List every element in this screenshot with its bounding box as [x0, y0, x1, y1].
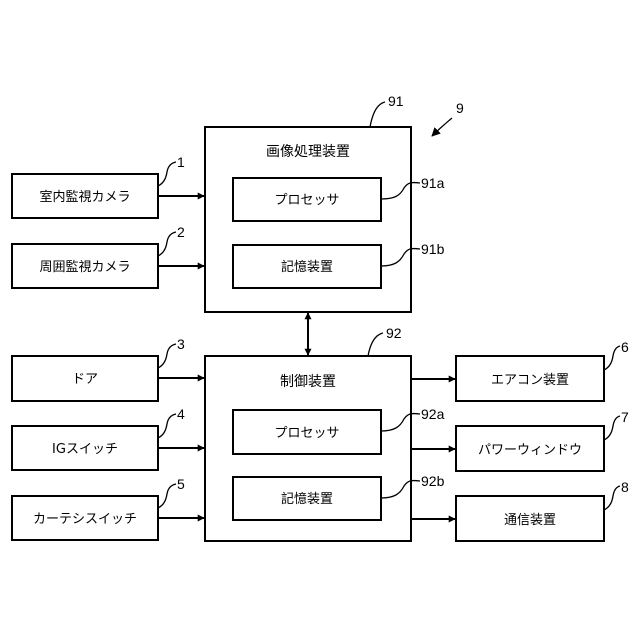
- output-label: パワーウィンドウ: [478, 443, 582, 458]
- figure-ref-arrow: [432, 118, 452, 136]
- input-ref-leader: [158, 484, 176, 508]
- output-ref-leader: [604, 416, 620, 440]
- controller-block: 制御装置 92 プロセッサ 92a 記憶装置 92b: [205, 325, 445, 541]
- input-label: 周囲監視カメラ: [39, 259, 130, 275]
- controller-ref-leader: [368, 333, 383, 356]
- input-courtesy-switch: カーテシスイッチ 5: [12, 476, 204, 540]
- output-ref-leader: [604, 486, 620, 510]
- image-processor-cpu-ref: 91a: [421, 175, 445, 191]
- input-ref: 1: [177, 154, 185, 170]
- controller-storage-ref: 92b: [421, 473, 445, 489]
- input-indoor-camera: 室内監視カメラ 1: [12, 154, 204, 218]
- image-processor-storage-ref: 91b: [421, 241, 445, 257]
- input-ref-leader: [158, 232, 176, 256]
- input-ref-leader: [158, 162, 176, 186]
- controller-cpu-label: プロセッサ: [274, 426, 339, 441]
- output-label: 通信装置: [504, 513, 556, 528]
- input-ref: 4: [177, 406, 185, 422]
- image-processor-ref-leader: [370, 102, 385, 127]
- controller-cpu-ref: 92a: [421, 406, 445, 422]
- input-ig-switch: IGスイッチ 4: [12, 406, 204, 470]
- input-surround-camera: 周囲監視カメラ 2: [12, 224, 204, 288]
- output-label: エアコン装置: [491, 373, 569, 388]
- output-ref: 6: [621, 339, 629, 355]
- input-door: ドア 3: [12, 336, 204, 401]
- controller-storage-label: 記憶装置: [281, 491, 333, 507]
- figure-reference: 9: [432, 100, 464, 136]
- image-processor-storage-label: 記憶装置: [281, 259, 333, 275]
- input-label: カーテシスイッチ: [33, 512, 137, 527]
- image-processor-cpu-label: プロセッサ: [274, 193, 339, 208]
- input-ref-leader: [158, 344, 176, 368]
- image-processor-ref: 91: [388, 93, 404, 109]
- controller-title: 制御装置: [280, 374, 336, 390]
- figure-ref-number: 9: [456, 100, 464, 116]
- input-label: 室内監視カメラ: [39, 189, 130, 205]
- output-air-conditioner: エアコン装置 6: [411, 339, 629, 401]
- input-ref-leader: [158, 414, 176, 438]
- input-ref: 5: [177, 476, 185, 492]
- input-label: ドア: [72, 372, 98, 387]
- controller-ref: 92: [386, 325, 402, 341]
- output-ref-leader: [604, 346, 620, 370]
- input-ref: 2: [177, 224, 185, 240]
- input-label: IGスイッチ: [52, 442, 118, 457]
- image-processor-title: 画像処理装置: [266, 144, 350, 160]
- output-ref: 8: [621, 479, 629, 495]
- output-ref: 7: [621, 409, 629, 425]
- image-processor-block: 画像処理装置 91 プロセッサ 91a 記憶装置 91b: [205, 93, 445, 312]
- input-ref: 3: [177, 336, 185, 352]
